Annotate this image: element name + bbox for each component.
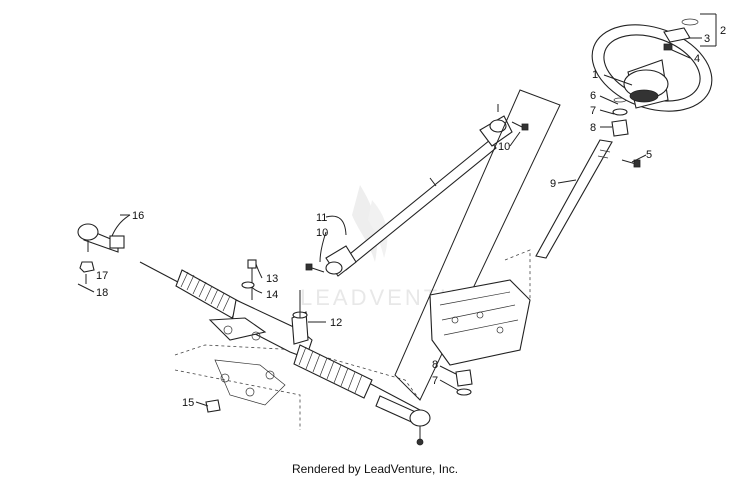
intermediate-shaft (325, 104, 513, 277)
callout-11: 11 (316, 212, 327, 224)
callout-6: 6 (590, 90, 596, 102)
nut-15 (205, 399, 221, 413)
callout-5: 5 (646, 149, 652, 161)
callout-8-upper: 8 (590, 122, 596, 134)
callout-9: 9 (550, 178, 556, 190)
callout-10-lower: 10 (316, 227, 328, 239)
callout-4: 4 (694, 53, 700, 65)
callout-3: 3 (704, 33, 710, 45)
footer-credit: Rendered by LeadVenture, Inc. (291, 462, 459, 476)
steering-wheel (591, 24, 713, 112)
callout-10-upper: 10 (498, 141, 510, 153)
callout-12: 12 (330, 317, 342, 329)
bolt-5 (621, 159, 641, 168)
callout-labels: 2 3 4 1 6 7 8 5 9 10 11 10 16 17 18 13 1… (96, 25, 726, 409)
tie-rod-end-left (77, 223, 125, 253)
callout-14: 14 (266, 289, 278, 301)
right-boot (293, 344, 373, 399)
callout-7-lower: 7 (432, 375, 438, 387)
steering-rack (139, 261, 421, 411)
steering-column (535, 139, 613, 259)
callout-2: 2 (720, 25, 726, 37)
nut-left (79, 261, 95, 273)
callout-15: 15 (182, 397, 194, 409)
callout-17: 17 (96, 270, 108, 282)
bearing-upper (611, 97, 629, 137)
callout-1: 1 (592, 69, 598, 81)
callout-16: 16 (132, 210, 144, 222)
bolt-10-upper (511, 121, 529, 131)
bolt-13 (241, 259, 257, 300)
dash-panel (394, 89, 561, 401)
bearing-lower (455, 369, 473, 396)
callout-18: 18 (96, 287, 108, 299)
tie-rod-end-right (375, 395, 431, 446)
callout-13: 13 (266, 273, 278, 285)
left-boot (175, 269, 241, 319)
leader-lines (77, 13, 717, 407)
wheel-cap (663, 18, 699, 51)
callout-7-upper: 7 (590, 105, 596, 117)
callout-8-lower: 8 (432, 359, 438, 371)
bolt-10-lower (305, 263, 325, 273)
